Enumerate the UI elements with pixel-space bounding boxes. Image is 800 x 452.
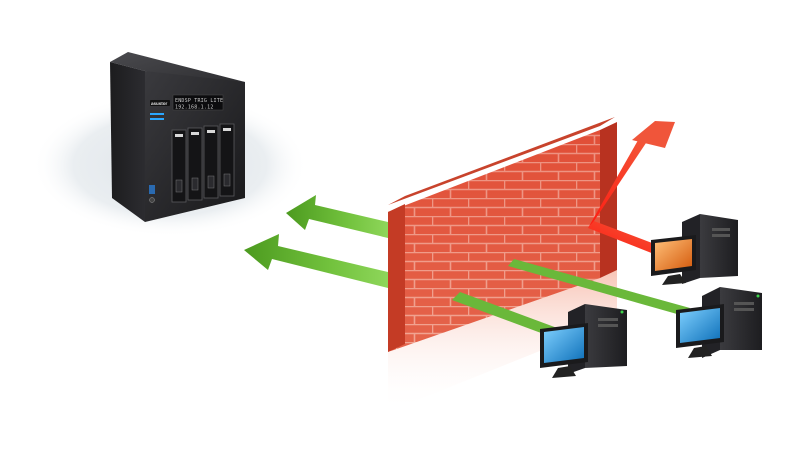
nas-lcd-panel <box>172 94 224 111</box>
nas-drive-bays <box>171 123 235 203</box>
desktop-computer-icon <box>540 304 627 378</box>
firewall-end-face <box>388 204 405 352</box>
firewall-front-shade <box>388 130 600 352</box>
desktop-computer-icon <box>676 287 762 358</box>
pc2-monitor-screen <box>680 308 720 343</box>
nas-brand-badge <box>150 100 170 106</box>
pc3-monitor-screen <box>544 327 584 363</box>
pc2-drive-slot <box>734 302 754 305</box>
pc3-drive-slot <box>598 318 618 321</box>
blocked-traffic-arrow <box>588 121 675 254</box>
pc3-tower-front <box>585 304 627 368</box>
nas-brand-label: asustor <box>151 101 168 106</box>
firewall-reflection <box>388 268 617 412</box>
allowed-traffic-link-front <box>452 292 568 340</box>
desktop-computer-icon <box>651 214 738 285</box>
pc3-power-led <box>620 310 624 314</box>
nas-lcd-line2: 192.168.1.12 <box>175 105 214 111</box>
pc1-tower-front <box>700 214 738 278</box>
nas-side-face <box>110 62 145 222</box>
nas-power-button <box>149 197 155 203</box>
pc3-drive-slot-2 <box>598 324 618 327</box>
firewall-right-face <box>600 122 617 278</box>
pc2-monitor-stand <box>688 346 712 358</box>
firewall-icon <box>388 117 617 352</box>
nas-led-2 <box>150 118 164 120</box>
pc3-monitor-stand <box>552 366 576 378</box>
nas-server-icon: asustor ENDSP TRIG LITE 192.168.1.12 <box>32 52 308 237</box>
allowed-traffic-link-back <box>508 259 690 316</box>
nas-led-1 <box>150 113 164 115</box>
pc1-monitor-stand <box>662 274 686 285</box>
firewall-top-face <box>388 117 615 205</box>
allowed-traffic-arrow-upper <box>286 195 388 238</box>
allowed-traffic-arrow-lower <box>244 234 388 288</box>
pc2-drive-slot-2 <box>734 308 754 311</box>
pc1-drive-slot-2 <box>712 234 730 237</box>
nas-lcd-line1: ENDSP TRIG LITE <box>175 98 223 104</box>
pc1-drive-slot <box>712 228 730 231</box>
pc2-tower-front <box>720 287 762 350</box>
pc2-power-led <box>756 294 760 298</box>
nas-usb-port <box>149 185 155 194</box>
pc1-monitor-screen <box>655 239 692 271</box>
